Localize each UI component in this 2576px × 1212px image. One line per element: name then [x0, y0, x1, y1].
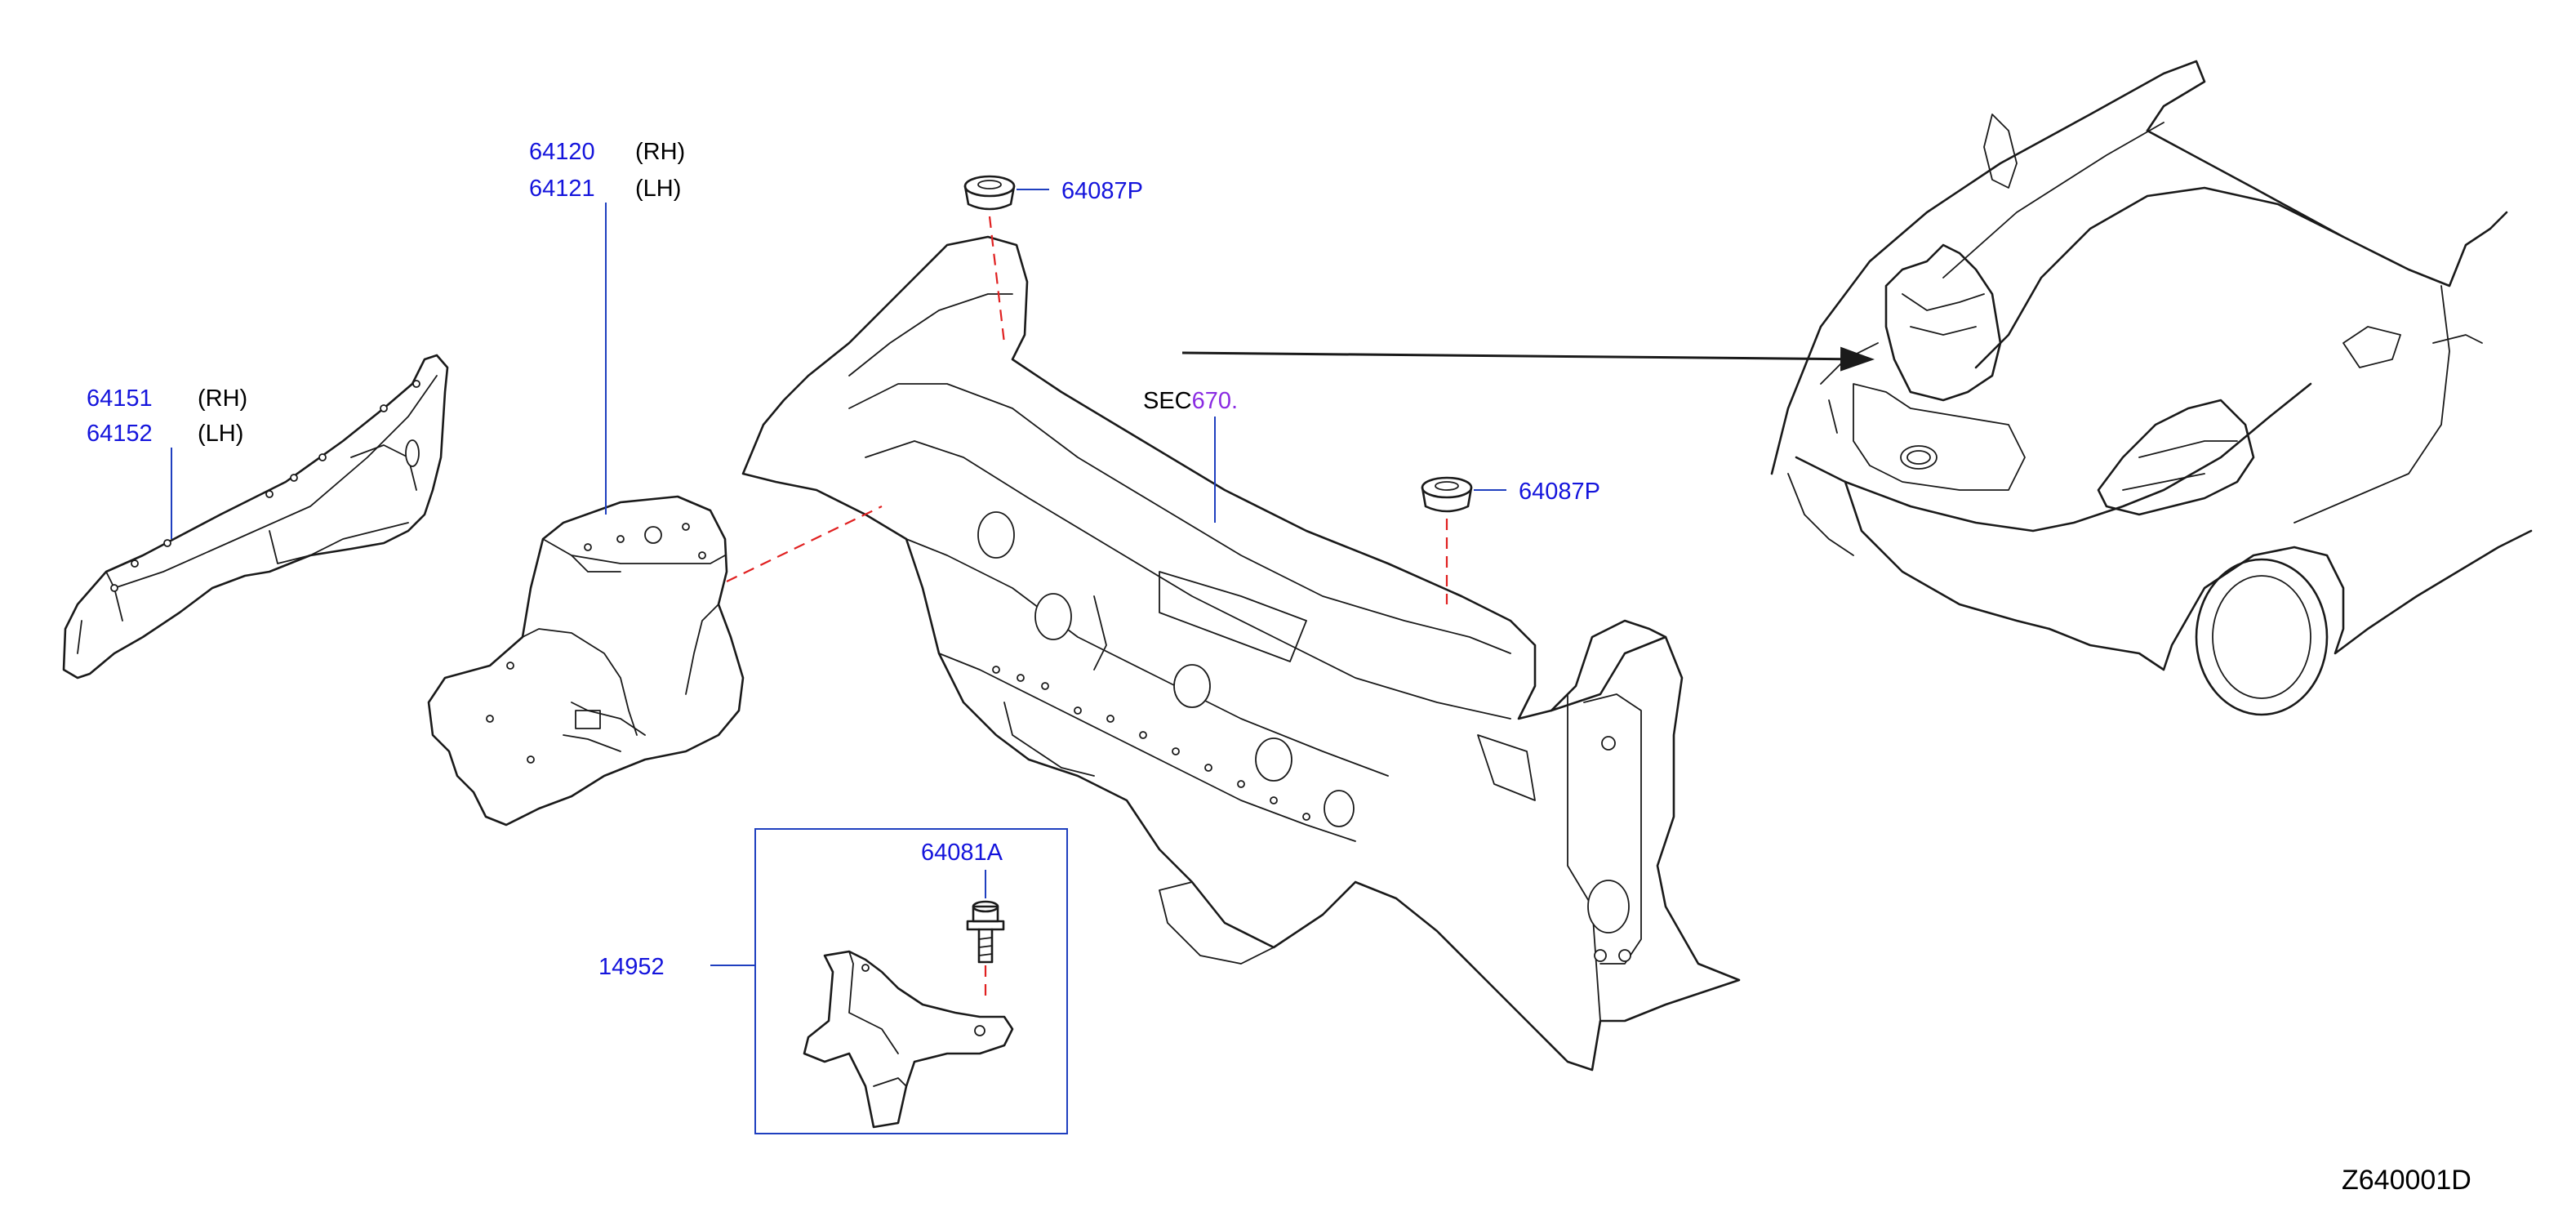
side-label-lh: (LH) — [198, 421, 243, 447]
section-prefix: SEC — [1143, 388, 1192, 414]
detail-inset-box — [754, 828, 1068, 1134]
bracket-part[interactable] — [803, 950, 1014, 1129]
diagram-code: Z640001D — [2342, 1165, 2471, 1196]
side-label-rh: (RH) — [635, 139, 685, 165]
part-number-64087p-top[interactable]: 64087P — [1061, 178, 1143, 204]
part-number-64121[interactable]: 64121 — [529, 176, 595, 202]
side-label-rh: (RH) — [198, 385, 247, 412]
side-label-lh: (LH) — [635, 176, 681, 202]
bolt-part[interactable] — [966, 900, 1005, 964]
grommet-right[interactable] — [1421, 476, 1473, 513]
reference-arrow — [1181, 346, 1875, 372]
section-reference[interactable]: SEC670. — [1143, 388, 1238, 414]
vehicle-reference-drawing — [1770, 60, 2533, 716]
dash-panel-assembly[interactable] — [741, 235, 1741, 1072]
hoodledge-assembly-part[interactable] — [427, 495, 745, 827]
part-number-64151[interactable]: 64151 — [87, 385, 153, 412]
part-number-64087p-right[interactable]: 64087P — [1519, 479, 1600, 505]
part-number-64152[interactable]: 64152 — [87, 421, 153, 447]
part-number-64081a[interactable]: 64081A — [921, 840, 1003, 866]
guide-grommet-top — [988, 216, 1006, 344]
part-number-64120[interactable]: 64120 — [529, 139, 595, 165]
guide-hoodledge — [726, 506, 883, 582]
grommet-top[interactable] — [963, 175, 1016, 211]
section-number[interactable]: 670. — [1192, 388, 1238, 414]
hoodledge-reinforcement-part[interactable] — [62, 354, 449, 680]
part-number-14952[interactable]: 14952 — [598, 954, 665, 980]
